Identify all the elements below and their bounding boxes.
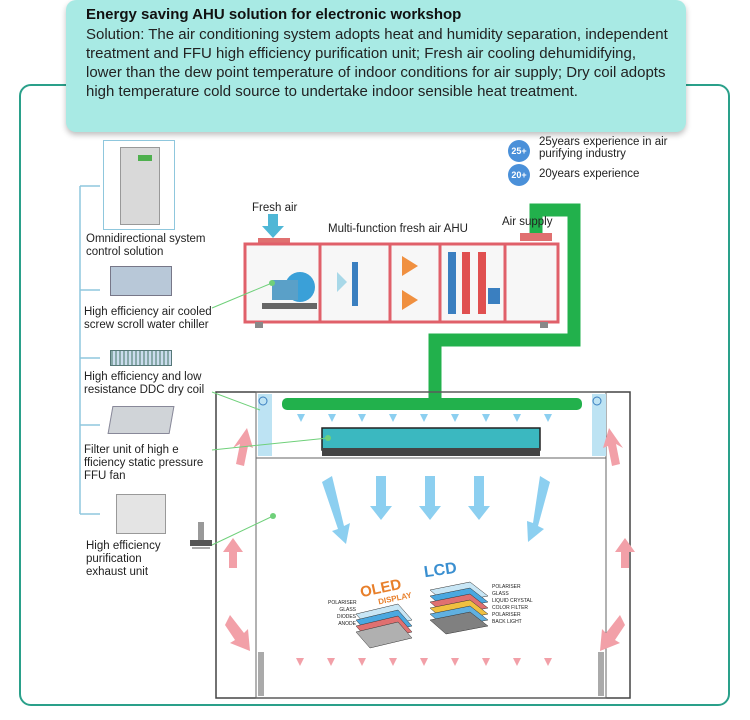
lcd-layer-labels: POLARISER GLASS LIQUID CRYSTAL COLOR FIL…: [492, 584, 533, 626]
badge-20: 20+: [508, 164, 530, 186]
lcd-stack: [429, 581, 489, 635]
lcd-layer-label: POLARISER: [492, 612, 521, 618]
label-water-chiller: High efficiency air cooled screw scroll …: [84, 306, 212, 331]
lcd-layer-label: BACK LIGHT: [492, 619, 522, 625]
dry-coil-image: [106, 346, 174, 368]
experience-25-text: 25years experience in air purifying indu…: [539, 136, 668, 160]
lcd-layer-label: LIQUID CRYSTAL: [492, 598, 533, 604]
callout-title: Energy saving AHU solution for electroni…: [86, 6, 462, 23]
control-cabinet-image: [103, 140, 175, 230]
oled-layer-labels: POLARISER GLASS DIODES ANODE: [328, 600, 357, 628]
oled-layer-label: POLARISER: [328, 600, 357, 606]
ffu-small-arrows: [297, 414, 552, 422]
clean-room: [215, 391, 631, 699]
air-supply-label: Air supply: [502, 216, 553, 228]
fresh-air-label: Fresh air: [252, 202, 298, 214]
exhaust-nozzle: [190, 522, 212, 549]
label-control-solution: Omnidirectional system control solution: [86, 233, 206, 258]
label-ffu-fan: Filter unit of high e fficiency static p…: [84, 444, 204, 482]
ahu-unit: [243, 242, 560, 328]
floor-return-arrows: [296, 658, 552, 666]
exhaust-unit-image: [106, 490, 174, 536]
lcd-layer-label: COLOR FILTER: [492, 605, 529, 611]
downflow-arrows: [322, 476, 550, 544]
experience-20-text: 20years experience: [539, 168, 640, 180]
water-chiller-image: [106, 260, 174, 300]
oled-layer-label: DIODES: [336, 614, 356, 620]
fresh-air-arrow: [258, 214, 290, 244]
lcd-layer-label: POLARISER: [492, 584, 521, 590]
supply-duct: [282, 203, 582, 410]
oled-layer-label: GLASS: [339, 607, 356, 613]
ahu-title: Multi-function fresh air AHU: [328, 223, 468, 235]
badge-25: 25+: [508, 140, 530, 162]
lcd-layer-label: GLASS: [492, 591, 509, 597]
ffu-fan-image: [106, 402, 175, 440]
return-arrows: [223, 428, 635, 651]
oled-layer-label: ANODE: [338, 621, 356, 627]
callout-body: Solution: The air conditioning system ad…: [86, 26, 668, 100]
solution-callout: Energy saving AHU solution for electroni…: [66, 0, 686, 132]
oled-stack: [355, 603, 413, 649]
leader-lines: [211, 282, 329, 546]
label-exhaust-unit: High efficiency purification exhaust uni…: [86, 540, 161, 578]
label-dry-coil: High efficiency and low resistance DDC d…: [84, 371, 205, 396]
